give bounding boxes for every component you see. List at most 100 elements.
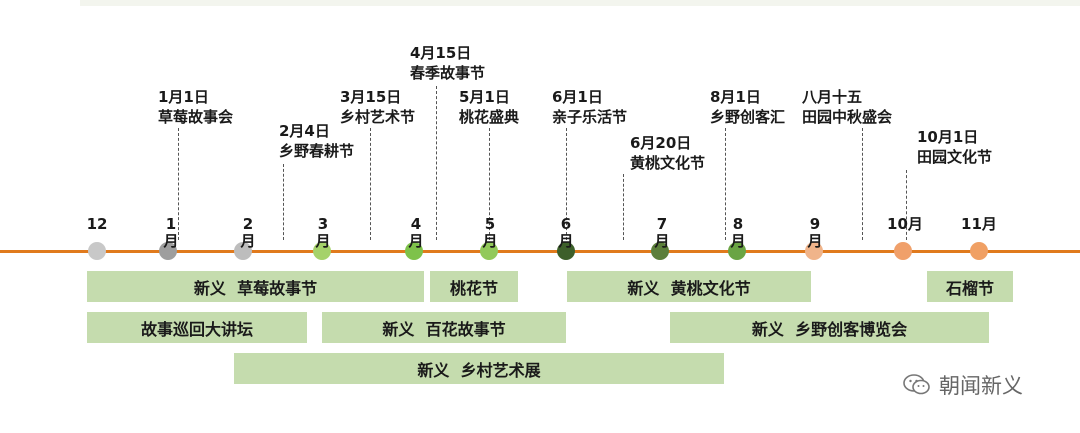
event-name: 田园中秋盛会 — [802, 108, 893, 126]
watermark: 朝闻新义 — [903, 370, 1023, 400]
event-date: 3月15日 — [340, 88, 402, 106]
bar-label: 桃花节 — [449, 278, 498, 298]
month-label-12: 12 — [78, 215, 116, 233]
event-date: 1月1日 — [158, 88, 209, 106]
event-name: 草莓故事会 — [158, 108, 234, 126]
month-unit: 月 — [807, 232, 823, 251]
event-date: 5月1日 — [459, 88, 510, 106]
guide-line-oct1 — [906, 170, 907, 240]
event-date: 4月15日 — [410, 44, 472, 62]
month-dot-8 — [728, 242, 746, 260]
event-date: 10月1日 — [917, 128, 979, 146]
month-unit: 月 — [408, 232, 424, 251]
bar-pomegranate-festival: 石榴节 — [927, 271, 1013, 302]
event-jan1: 1月1日 草莓故事会 — [158, 87, 233, 127]
month-number: 10 — [887, 215, 908, 233]
bar-label: 故事巡回大讲坛 — [140, 319, 253, 339]
month-dot-1 — [159, 242, 177, 260]
month-unit: 月 — [163, 232, 179, 251]
month-label-6: 6 月 — [554, 215, 578, 251]
month-number: 5 — [484, 215, 496, 233]
wechat-icon — [903, 374, 930, 395]
month-number: 2 — [242, 215, 254, 233]
month-dot-9 — [805, 242, 823, 260]
bar-strawberry-story-festival: 新义 草莓故事节 — [87, 271, 424, 302]
bar-label: 新义 黄桃文化节 — [627, 278, 751, 298]
month-number: 4 — [410, 215, 422, 233]
guide-line-may1 — [489, 128, 490, 240]
bar-label: 新义 乡村艺术展 — [417, 360, 541, 380]
event-mar15: 3月15日 乡村艺术节 — [340, 87, 415, 127]
event-name: 田园文化节 — [917, 148, 993, 166]
guide-line-mid-autumn — [862, 128, 863, 240]
month-number: 11 — [961, 215, 982, 233]
month-unit: 月 — [654, 232, 670, 251]
month-label-4: 4 月 — [404, 215, 428, 251]
bar-village-art-exhibition: 新义 乡村艺术展 — [234, 353, 724, 384]
event-apr15: 4月15日 春季故事节 — [410, 43, 485, 83]
month-dot-4 — [405, 242, 423, 260]
event-name: 桃花盛典 — [459, 108, 520, 126]
month-unit: 月 — [315, 232, 331, 251]
month-number: 8 — [732, 215, 744, 233]
event-name: 乡野春耕节 — [279, 142, 355, 160]
event-date: 2月4日 — [279, 122, 330, 140]
bar-maker-expo: 新义 乡野创客博览会 — [670, 312, 989, 343]
event-oct1: 10月1日 田园文化节 — [917, 127, 992, 167]
month-label-5: 5 月 — [478, 215, 502, 251]
event-feb4: 2月4日 乡野春耕节 — [279, 121, 354, 161]
event-aug1: 8月1日 乡野创客汇 — [710, 87, 785, 127]
event-name: 春季故事节 — [410, 64, 486, 82]
event-name: 乡村艺术节 — [340, 108, 416, 126]
month-number: 12 — [86, 215, 108, 233]
month-dot-6 — [557, 242, 575, 260]
event-jun1: 6月1日 亲子乐活节 — [552, 87, 627, 127]
month-dot-3 — [313, 242, 331, 260]
event-may1: 5月1日 桃花盛典 — [459, 87, 519, 127]
event-name: 乡野创客汇 — [710, 108, 786, 126]
bar-story-tour-forum: 故事巡回大讲坛 — [87, 312, 307, 343]
month-number: 7 — [656, 215, 668, 233]
month-number: 6 — [560, 215, 572, 233]
month-dot-5 — [480, 242, 498, 260]
event-date: 8月1日 — [710, 88, 761, 106]
month-dot-12 — [88, 242, 106, 260]
event-date: 6月1日 — [552, 88, 603, 106]
event-name: 亲子乐活节 — [552, 108, 628, 126]
month-unit: 月 — [240, 232, 256, 251]
bar-hundred-flowers-story-festival: 新义 百花故事节 — [322, 312, 566, 343]
bar-label: 石榴节 — [945, 278, 994, 298]
month-label-2: 2 月 — [236, 215, 260, 251]
event-mid-autumn: 八月十五 田园中秋盛会 — [802, 87, 892, 127]
month-unit: 月 — [981, 215, 997, 233]
month-dot-11 — [970, 242, 988, 260]
bar-label: 新义 百花故事节 — [382, 319, 506, 339]
bar-peach-blossom-festival: 桃花节 — [430, 271, 518, 302]
guide-line-feb4 — [283, 164, 284, 240]
guide-line-jun20 — [623, 174, 624, 240]
guide-line-apr15 — [436, 86, 437, 240]
guide-line-jun1 — [566, 128, 567, 240]
watermark-text: 朝闻新义 — [939, 374, 1023, 398]
month-number: 3 — [317, 215, 329, 233]
event-date: 6月20日 — [630, 134, 692, 152]
bar-yellow-peach-culture-festival: 新义 黄桃文化节 — [567, 271, 811, 302]
month-label-1: 1 月 — [159, 215, 183, 251]
timeline-axis — [0, 250, 1080, 253]
month-label-3: 3 月 — [311, 215, 335, 251]
month-unit: 月 — [558, 232, 574, 251]
month-label-10: 10月 — [884, 215, 926, 233]
month-label-7: 7 月 — [650, 215, 674, 251]
event-name: 黄桃文化节 — [630, 154, 706, 172]
month-dot-2 — [234, 242, 252, 260]
month-unit: 月 — [730, 232, 746, 251]
month-dot-7 — [651, 242, 669, 260]
month-label-8: 8 月 — [726, 215, 750, 251]
guide-line-mar15 — [370, 128, 371, 240]
month-label-11: 11月 — [958, 215, 1000, 233]
top-strip — [80, 0, 1080, 6]
month-label-9: 9 月 — [803, 215, 827, 251]
event-jun20: 6月20日 黄桃文化节 — [630, 133, 705, 173]
month-unit: 月 — [907, 215, 923, 233]
month-number: 1 — [165, 215, 177, 233]
